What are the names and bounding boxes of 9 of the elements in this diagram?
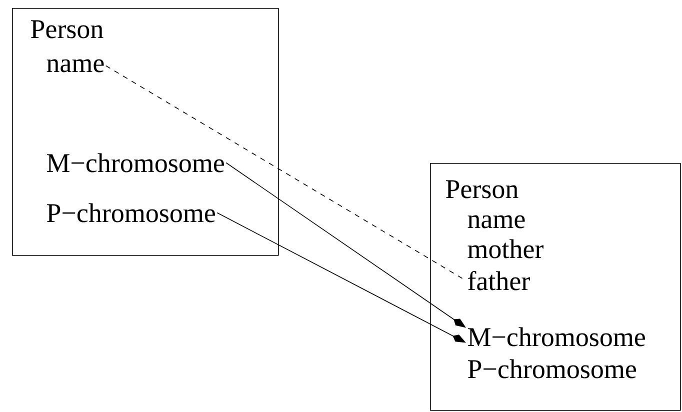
field-label: name — [468, 215, 525, 228]
field-label: mother — [468, 239, 544, 258]
field-label: M−chromosome — [468, 327, 645, 346]
field-label: father — [468, 271, 530, 290]
field-label: P−chromosome — [468, 359, 636, 378]
field-label: name — [46, 59, 104, 72]
field-label: P−chromosome — [46, 203, 215, 222]
connector — [226, 162, 466, 328]
field-label: M−chromosome — [46, 153, 224, 172]
